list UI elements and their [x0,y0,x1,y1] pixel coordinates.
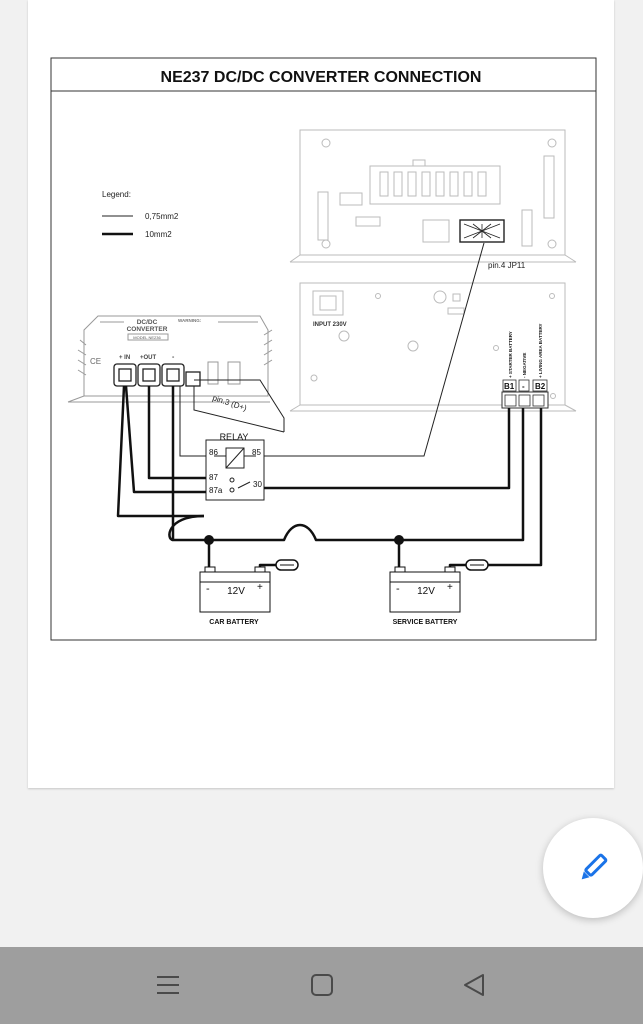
control-wires [179,242,485,457]
living-area-battery-label: + LIVING AREA BATTERY [538,323,543,378]
recent-apps-button[interactable] [148,965,188,1005]
triangle-back-icon [464,974,484,996]
service-battery-label: SERVICE BATTERY [393,619,458,626]
converter-model: MODEL NE236 [133,335,161,340]
car-battery [199,566,271,613]
dc-dc-converter [67,315,273,403]
document-page: NE237 DC/DC CONVERTER CONNECTION Legend:… [28,0,614,788]
car-battery-minus: - [206,583,210,595]
converter-terminals [113,363,201,387]
terminal-negative-label: - [522,382,525,391]
charger-unit [289,129,577,263]
pencil-icon [581,853,608,880]
b2-label: B2 [535,382,546,391]
relay-label: RELAY [220,432,249,442]
converter-name-line2: CONVERTER [127,326,168,333]
diagram-frame [50,57,597,641]
junction-dot-service [394,535,404,545]
power-wires [116,385,543,578]
back-button[interactable] [454,965,494,1005]
junction-dot-car [204,535,214,545]
input-230v-label: INPUT 230V [313,322,347,328]
b1-label: B1 [504,382,515,391]
menu-icon [157,976,179,994]
legend-thin-label: 0,75mm2 [145,212,179,221]
home-button[interactable] [302,965,342,1005]
relay-pin-30: 30 [253,480,262,489]
converter-name-line1: DC/DC [137,319,158,326]
relay-pin-85: 85 [252,448,261,457]
service-battery [389,566,461,613]
converter-out-label: +OUT [140,355,157,361]
negative-label: - NEGATIVE [522,353,527,378]
relay-pin-87a: 87a [209,486,223,495]
converter-in-label: + IN [119,355,130,361]
output-terminal-block [501,379,549,409]
legend-heading: Legend: [102,190,131,199]
service-battery-plus: + [447,582,453,593]
wiring-diagram: NE237 DC/DC CONVERTER CONNECTION Legend:… [50,57,597,641]
legend-thick-label: 10mm2 [145,230,172,239]
diagram-title: NE237 DC/DC CONVERTER CONNECTION [161,69,482,86]
square-icon [311,974,333,996]
relay-pin-86: 86 [209,448,218,457]
car-battery-plus: + [257,582,263,593]
service-battery-minus: - [396,583,400,595]
starter-battery-label: + STARTER BATTERY [508,331,513,378]
pin4-label: pin.4 JP11 [488,261,526,270]
system-navigation-bar [0,947,643,1024]
service-battery-voltage: 12V [417,586,435,597]
converter-negative-label: - [172,354,175,361]
ce-mark: CE [90,357,101,366]
converter-warning: WARNING: [178,318,202,323]
car-battery-voltage: 12V [227,586,245,597]
edit-fab-button[interactable] [543,818,643,918]
relay-pin-87: 87 [209,473,218,482]
control-unit [289,282,577,412]
car-battery-label: CAR BATTERY [209,619,259,626]
